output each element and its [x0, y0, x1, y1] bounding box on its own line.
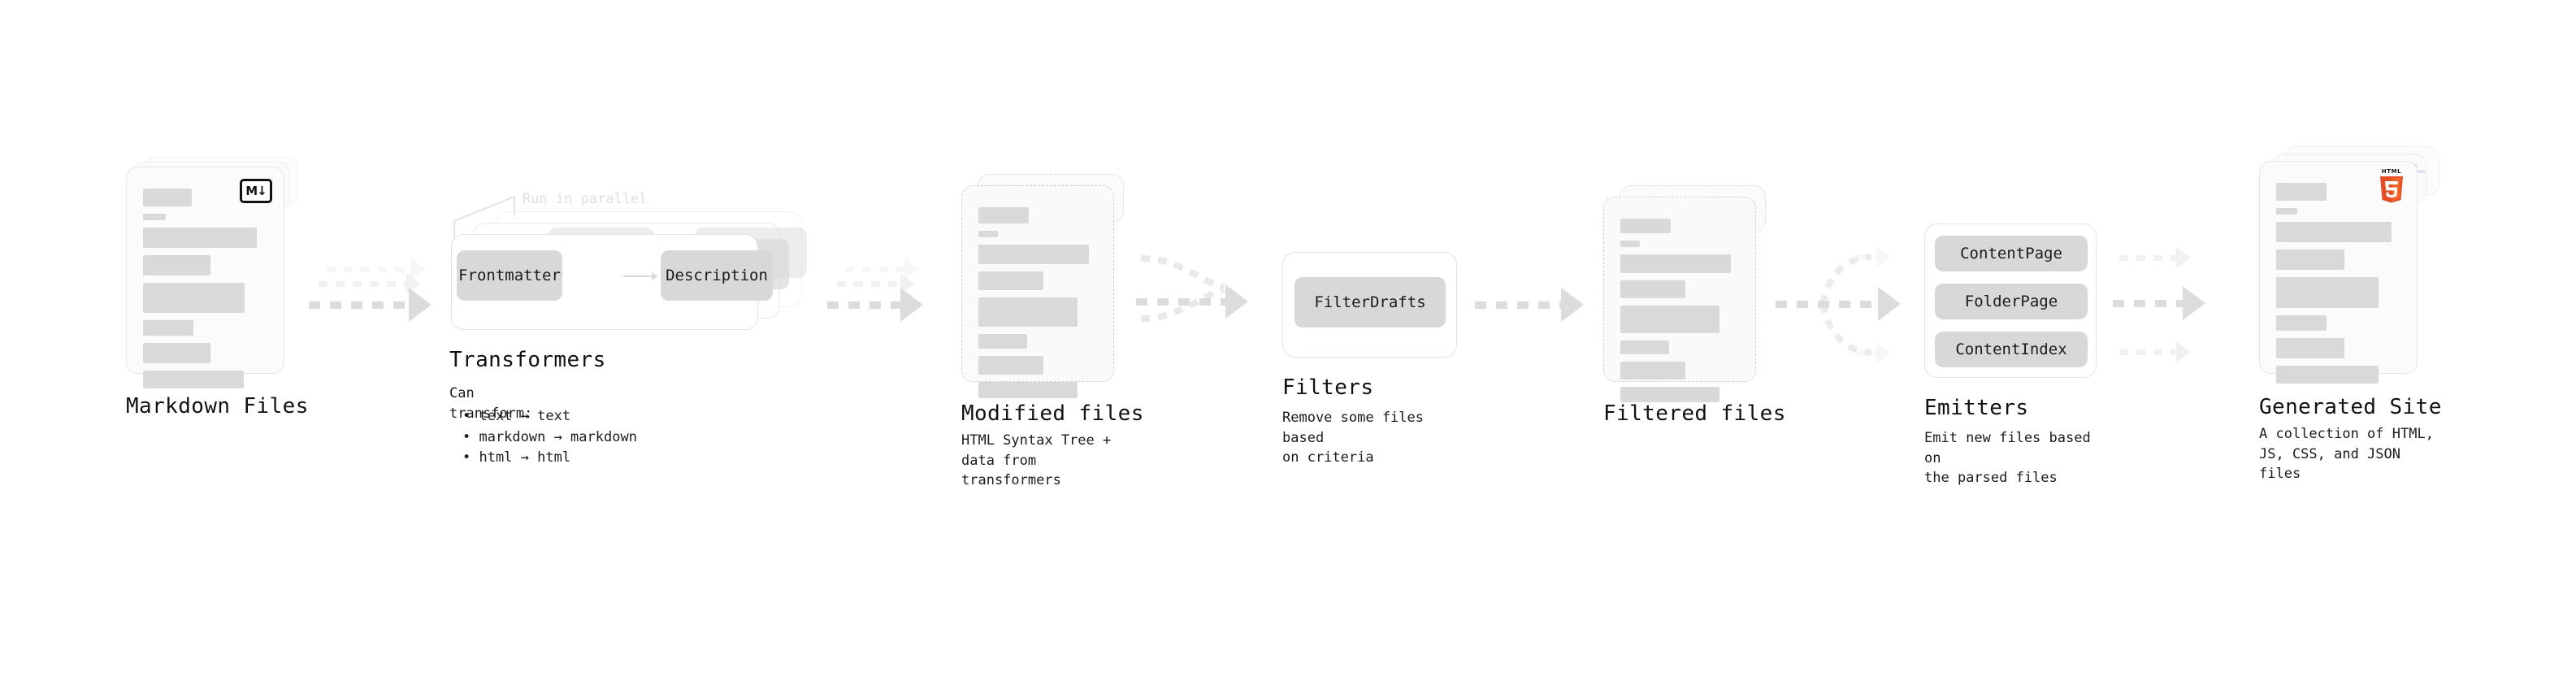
- stage-title-generated-site: Generated Site: [2259, 395, 2442, 419]
- content-bar: [143, 255, 210, 275]
- content-bar: [2276, 277, 2379, 308]
- parallel-bracket: [453, 195, 516, 241]
- document-stack: M↓: [126, 157, 301, 388]
- arrow-main: [1475, 288, 1584, 322]
- emitter-chip-contentindex[interactable]: ContentIndex: [1935, 332, 2088, 367]
- arrow-main: [1776, 287, 1901, 321]
- markdown-icon: M↓: [240, 179, 272, 203]
- content-bar: [1620, 340, 1669, 354]
- arrow-main: [827, 288, 923, 322]
- markdown-icon-letter: M: [245, 183, 258, 198]
- arrow-main: [2113, 286, 2205, 320]
- document-content: [2260, 162, 2417, 384]
- content-bar: [978, 207, 1029, 223]
- parallel-hint-label: Run in parallel: [523, 191, 648, 207]
- content-bar: [2276, 208, 2297, 215]
- content-bar: [143, 343, 210, 363]
- content-bar: [1620, 306, 1720, 333]
- document-content: [962, 186, 1113, 398]
- stage-title-filters: Filters: [1282, 375, 1374, 400]
- stage-title-filtered-files: Filtered files: [1603, 401, 1786, 426]
- content-bar: [1620, 219, 1671, 233]
- html5-icon: HTML: [2376, 167, 2407, 203]
- emitter-chip-folderpage[interactable]: FolderPage: [1935, 284, 2088, 319]
- filter-chip-filterdrafts[interactable]: FilterDrafts: [1295, 277, 1446, 327]
- arrow-branch-top: [1857, 246, 1891, 267]
- transformer-chip-frontmatter[interactable]: Frontmatter: [457, 250, 562, 301]
- content-bar: [978, 271, 1043, 290]
- content-bar: [143, 320, 193, 336]
- content-bar: [143, 228, 257, 248]
- stage-subtitle-generated-site: A collection of HTML, JS, CSS, and JSON …: [2259, 426, 2434, 483]
- content-bar: [2276, 183, 2327, 201]
- markdown-icon-arrow: ↓: [257, 183, 267, 198]
- document-card-front: HTML: [2259, 161, 2418, 384]
- content-bar: [978, 297, 1078, 327]
- arrow-main: [309, 288, 432, 322]
- emitter-chip-contentpage[interactable]: ContentPage: [1935, 236, 2088, 271]
- content-bar: [143, 189, 192, 206]
- content-bar: [978, 382, 1078, 398]
- document-card-front: M↓: [126, 167, 284, 388]
- stage-markdown-files: M↓ Markdown Files: [126, 157, 308, 419]
- stage-filters: FilterDrafts Filters Remove some files b…: [1282, 252, 1457, 466]
- content-bar: [1620, 280, 1685, 298]
- content-bar: [1620, 241, 1640, 247]
- stage-title-markdown-files: Markdown Files: [126, 394, 309, 419]
- content-bar: [2276, 249, 2344, 270]
- content-bar: [1620, 387, 1720, 402]
- stage-subtitle-modified-files: HTML Syntax Tree + data from transformer…: [961, 432, 1112, 489]
- stage-generated-site: CSS: [2259, 146, 2442, 482]
- content-bar: [1620, 254, 1731, 273]
- filters-panel: FilterDrafts: [1282, 252, 1457, 358]
- fanout-curves: [1819, 254, 1872, 356]
- content-bar: [2276, 222, 2392, 242]
- stage-title-transformers: Transformers: [449, 348, 606, 372]
- content-bar: [143, 214, 166, 220]
- list-item: • html → html: [462, 449, 571, 466]
- stage-filtered-files: Filtered files: [1603, 185, 1785, 426]
- content-bar: [978, 245, 1089, 264]
- arrow-branch-bottom: [1857, 342, 1891, 363]
- document-content: [1604, 197, 1755, 402]
- transformer-chip-description[interactable]: Description: [661, 250, 773, 301]
- content-bar: [143, 371, 244, 388]
- content-bar: [978, 334, 1027, 349]
- document-stack: CSS: [2259, 146, 2442, 384]
- document-stack: [1603, 185, 1774, 402]
- list-item: • text → text: [462, 408, 571, 424]
- document-card-front: [961, 185, 1114, 398]
- content-bar: [2276, 315, 2327, 331]
- arrow-branch-bottom: [2119, 341, 2191, 362]
- content-bar: [143, 283, 245, 313]
- content-bar: [2276, 366, 2379, 384]
- document-card-front: [1603, 197, 1756, 402]
- document-content: [127, 167, 284, 388]
- arrow-main: [1136, 284, 1248, 319]
- content-bar: [978, 231, 998, 237]
- stage-subtitle-transformers: Can transform:: [449, 385, 533, 422]
- stage-modified-files: Modified files HTML Syntax Tree + data f…: [961, 174, 1143, 488]
- stage-emitters: ContentPage FolderPage ContentIndex Emit…: [1924, 223, 2097, 486]
- list-item: • markdown → markdown: [462, 428, 637, 445]
- emitters-panel: ContentPage FolderPage ContentIndex: [1924, 223, 2097, 378]
- stage-title-emitters: Emitters: [1924, 396, 2029, 420]
- stage-title-modified-files: Modified files: [961, 401, 1144, 426]
- arrow-branch-top: [2119, 247, 2191, 268]
- content-bar: [978, 356, 1043, 375]
- document-stack: [961, 174, 1132, 398]
- svg-text:HTML: HTML: [2382, 168, 2401, 175]
- stage-subtitle-emitters: Emit new files based on the parsed files: [1924, 430, 2091, 487]
- transformer-capability-list: • text → text • markdown → markdown • ht…: [462, 406, 637, 469]
- content-bar: [2276, 338, 2344, 358]
- transformer-inner-arrow: [623, 272, 658, 280]
- content-bar: [1620, 362, 1685, 380]
- stage-subtitle-filters: Remove some files based on criteria: [1282, 410, 1424, 466]
